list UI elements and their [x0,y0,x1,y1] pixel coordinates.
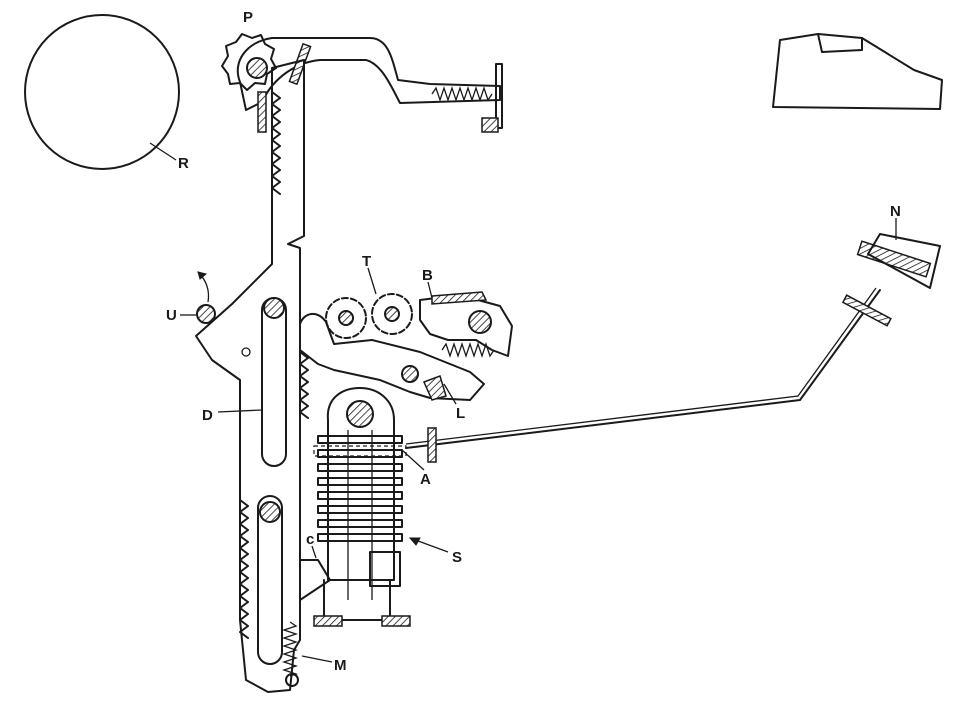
stack-plates [317,435,403,542]
label-r: R [178,155,189,172]
part-c [299,559,331,601]
top-right-block-face [817,33,863,53]
upper-rack-teeth [271,91,281,195]
lever-l-pawl [422,375,447,401]
gear-t-right [371,293,413,335]
pedal-base [856,240,932,278]
label-l: L [456,405,465,422]
top-gear-p [221,33,277,91]
leader-a [401,449,425,471]
leader-d [217,409,263,413]
upper-slot-pin [263,297,285,319]
stack-top-pin [346,400,374,428]
label-c: c [306,531,314,548]
rod-guide [427,427,437,463]
pedal-block-n [867,233,941,289]
leader-t [367,267,377,295]
drum-circle-r [24,14,180,170]
top-right-post [495,63,503,129]
bar-rivet [241,347,251,357]
leader-c [311,545,317,559]
arrow-s-head [408,537,421,546]
label-u: U [166,307,177,324]
arrow-u-head [197,271,208,280]
label-s: S [452,549,462,566]
leader-b [427,281,433,299]
label-a: A [420,471,431,488]
label-b: B [422,267,433,284]
upper-slot [261,297,287,467]
cam-b-top-arm [431,291,488,305]
lower-slot-pin [259,501,281,523]
top-lever-arm [236,37,501,111]
vertical-rack-bar [195,59,305,693]
top-pawl [288,42,312,86]
pedal-guide [841,294,892,327]
label-p: P [243,9,253,26]
leader-l [443,383,457,405]
leader-m [301,655,333,663]
lower-rack-teeth [239,499,249,639]
cam-b [419,295,513,357]
pin-u [196,304,216,324]
stack-foot [323,579,391,621]
stack-base-left [313,615,343,627]
pedal-rod [405,289,881,449]
dashed-link [313,445,407,457]
lower-slot [257,495,283,665]
cam-b-spring [441,341,495,359]
top-stop-block [257,91,267,133]
top-right-block [772,33,943,110]
stack-base-right [381,615,411,627]
top-spring [431,85,493,103]
label-d: D [202,407,213,424]
bottom-spring-m [281,621,299,677]
label-t: T [362,253,371,270]
lever-l-pivot [401,365,419,383]
stack-housing [326,387,395,581]
label-m: M [334,657,347,674]
pedal-rod-inner [405,287,877,445]
leader-r [149,142,177,161]
stack-side-block [369,551,401,587]
cam-b-pivot [468,310,492,334]
lever-l [299,313,485,401]
bottom-spring-eye [285,673,299,687]
label-n: N [890,203,901,220]
top-right-foot [481,117,499,133]
middle-rack-teeth [299,351,309,419]
gear-t-left [325,297,367,339]
